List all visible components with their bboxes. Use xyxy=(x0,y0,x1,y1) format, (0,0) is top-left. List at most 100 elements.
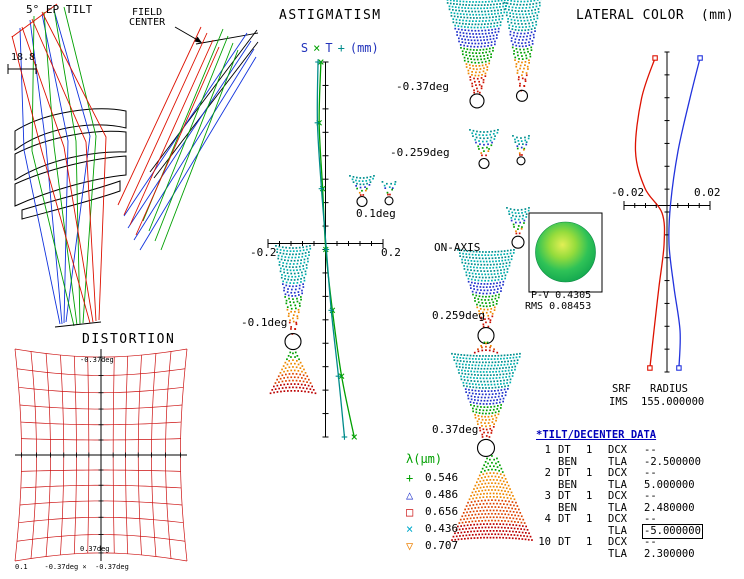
lateral-color-xmin-label: -0.02 xyxy=(611,186,645,199)
tilt-cell: 1 xyxy=(586,444,593,456)
lateral-color-xmax-label: 0.02 xyxy=(694,186,721,199)
ep-tilt-title: 5° EP TILT xyxy=(26,3,93,16)
tilt-cell: DT xyxy=(558,536,571,548)
astig-legend-plus-marker: + xyxy=(337,41,345,55)
tilt-cell: -- xyxy=(644,513,657,525)
tilt-cell: TLA xyxy=(608,524,627,537)
legend-wavelength-value: 0.656 xyxy=(425,505,459,518)
tilt-decenter-row: TLA-5.000000 xyxy=(536,523,703,539)
tilt-decenter-row: 4 DT 1 DCX -- xyxy=(536,513,701,526)
lateral-color-title: LATERAL COLOR (mm) xyxy=(576,8,735,23)
wavelength-legend-title: λ(μm) xyxy=(406,452,443,466)
field-label-pos-0-1deg: 0.1deg xyxy=(356,207,396,220)
srf-row-name: IMS xyxy=(609,396,628,408)
tilt-cell: -- xyxy=(644,490,657,502)
tilt-cell: 2.300000 xyxy=(644,547,695,560)
tilt-cell: -- xyxy=(644,536,657,548)
astig-legend-units: (mm) xyxy=(349,41,379,55)
field-center-label-line2: CENTER xyxy=(129,17,166,28)
legend-marker-icon: ▽ xyxy=(406,538,414,553)
legend-entry: ▽ 0.707 xyxy=(406,537,458,554)
tilt-cell: DCX xyxy=(608,490,627,502)
legend-wavelength-value: 0.486 xyxy=(425,488,459,501)
tilt-cell: DT xyxy=(558,513,571,525)
tilt-cell: DT xyxy=(558,444,571,456)
legend-marker-icon: □ xyxy=(406,504,414,519)
field-label-neg-0-1deg: -0.1deg xyxy=(241,316,288,329)
tilt-cell: 5.000000 xyxy=(644,478,695,491)
legend-wavelength-value: 0.546 xyxy=(425,471,459,484)
tilt-cell: 1 xyxy=(544,444,551,456)
legend-entry: △ 0.486 xyxy=(406,486,458,503)
tilt-cell: BEN xyxy=(558,455,577,468)
tilt-cell: 10 xyxy=(538,536,551,548)
wavefront-rms-label: RMS 0.08453 xyxy=(525,301,592,312)
tilt-cell: 1 xyxy=(586,490,593,502)
tilt-cell: DCX xyxy=(608,536,627,548)
tilt-decenter-title: *TILT/DECENTER DATA xyxy=(536,429,657,441)
tilt-cell xyxy=(536,549,551,561)
tilt-cell: DCX xyxy=(608,513,627,525)
wavelength-legend-rows: +0.546△0.486□0.656×0.436▽0.707 xyxy=(406,469,458,554)
tilt-cell: 1 xyxy=(586,536,593,548)
field-center-label-line1: FIELD xyxy=(132,7,163,18)
srf-header: SRF xyxy=(612,383,631,395)
distortion-title: DISTORTION xyxy=(82,332,176,347)
tilt-cell: -- xyxy=(644,444,657,456)
tilt-decenter-row: 2 DT 1 DCX -- xyxy=(536,467,701,480)
legend-marker-icon: △ xyxy=(406,487,414,502)
legend-wavelength-value: 0.436 xyxy=(425,522,459,535)
tilt-cell: 1 xyxy=(586,513,593,525)
tilt-cell: 4 xyxy=(544,513,551,525)
astig-legend-s: S xyxy=(300,41,309,55)
tilt-cell: TLA xyxy=(608,547,627,560)
astigmatism-legend: S × T + (mm) xyxy=(272,30,379,66)
astig-legend-t: T xyxy=(325,41,333,55)
legend-entry: □ 0.656 xyxy=(406,503,458,520)
tilt-cell: 2.480000 xyxy=(644,501,695,514)
legend-marker-icon: × xyxy=(406,521,414,536)
radius-header: RADIUS xyxy=(650,383,688,395)
astig-xmin-label: -0.2 xyxy=(250,246,277,259)
wavelength-legend: λ(μm) +0.546△0.486□0.656×0.436▽0.707 xyxy=(406,452,458,554)
field-label-neg-0-259deg: -0.259deg xyxy=(390,146,450,159)
tilt-decenter-row: 3 DT 1 DCX -- xyxy=(536,490,701,503)
tilt-cell: DCX xyxy=(608,444,627,456)
srf-row-value: 155.000000 xyxy=(641,396,705,408)
ep-tilt-scale-label: 18.8 xyxy=(11,52,36,63)
tilt-cell xyxy=(558,549,586,561)
tilt-cell: DCX xyxy=(608,467,627,479)
wavefront-pv-label: P-V 0.4305 xyxy=(531,290,592,301)
tilt-decenter-row: BEN TLA 2.480000 xyxy=(536,501,701,515)
tilt-cell: TLA xyxy=(608,501,627,514)
tilt-cell: TLA xyxy=(608,455,627,468)
tilt-decenter-row: 1 DT 1 DCX -- xyxy=(536,444,701,457)
tilt-cell: BEN xyxy=(558,501,577,514)
legend-entry: +0.546 xyxy=(406,469,458,486)
tilt-cell: -- xyxy=(644,467,657,479)
tilt-cell: 2 xyxy=(544,467,551,479)
legend-wavelength-value: 0.707 xyxy=(425,539,459,552)
legend-marker-icon: + xyxy=(406,470,414,485)
field-label-neg-0-37deg: -0.37deg xyxy=(396,80,449,93)
tilt-cell: 1 xyxy=(586,467,593,479)
tilt-cell: 3 xyxy=(544,490,551,502)
tilt-cell: DT xyxy=(558,490,571,502)
field-label-pos-0-259deg: 0.259deg xyxy=(432,309,485,322)
distortion-caption: 0.1 -0.37deg × -0.37deg xyxy=(15,563,129,571)
astig-legend-x-marker: × xyxy=(313,41,321,55)
distortion-top-tick-label: -0.37deg xyxy=(80,356,114,364)
tilt-cell xyxy=(586,549,600,561)
tilt-decenter-row: TLA 2.300000 xyxy=(536,547,701,561)
tilt-cell: DT xyxy=(558,467,571,479)
astigmatism-title: ASTIGMATISM xyxy=(279,8,382,23)
tilt-cell: TLA xyxy=(608,478,627,491)
distortion-bottom-tick-label: 0.37deg xyxy=(80,545,110,553)
legend-entry: × 0.436 xyxy=(406,520,458,537)
